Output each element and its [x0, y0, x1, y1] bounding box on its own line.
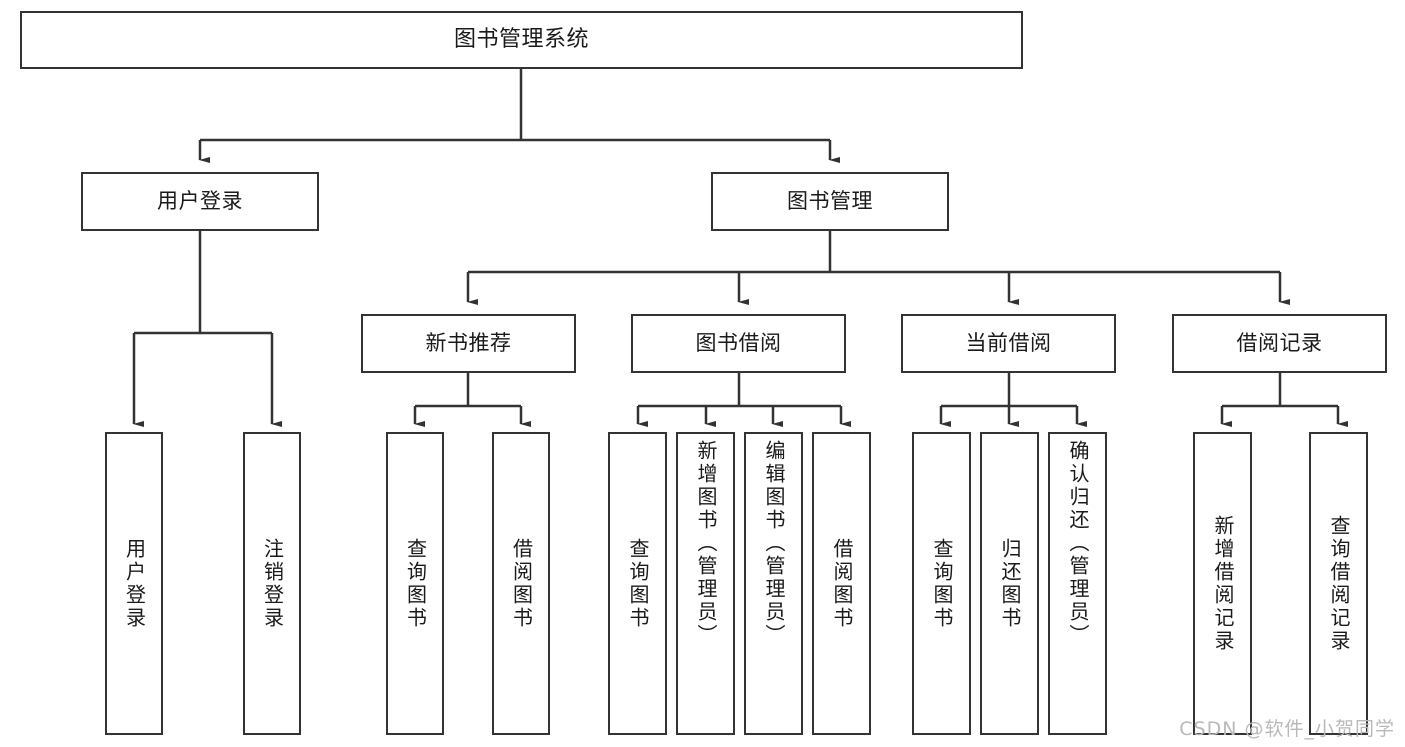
leaf-br-query-record[interactable]: 查询借阅记录	[1309, 432, 1368, 735]
leaf-bb-query-book[interactable]: 查询图书	[608, 432, 667, 735]
node-root-book-management-system[interactable]: 图书管理系统	[20, 11, 1023, 69]
node-borrowing-record[interactable]: 借阅记录	[1172, 314, 1387, 373]
leaf-logout[interactable]: 注销登录	[243, 432, 301, 735]
node-label: 新书推荐	[425, 331, 512, 356]
node-label: 查询图书	[626, 537, 650, 630]
node-book-management[interactable]: 图书管理	[711, 172, 949, 231]
node-label: 图书管理系统	[453, 27, 589, 53]
node-label: 借阅图书	[509, 537, 534, 630]
node-label: 新增借阅记录	[1211, 514, 1235, 653]
leaf-user-login[interactable]: 用户登录	[105, 432, 163, 735]
node-label: 确认归还（管理员）	[1066, 440, 1090, 647]
node-new-book-recommendation[interactable]: 新书推荐	[361, 314, 576, 373]
node-book-borrowing[interactable]: 图书借阅	[631, 314, 846, 373]
node-label: 归还图书	[998, 537, 1022, 630]
leaf-nb-query-book[interactable]: 查询图书	[386, 432, 444, 735]
node-label: 借阅记录	[1236, 331, 1323, 356]
leaf-bb-borrow-book[interactable]: 借阅图书	[812, 432, 871, 735]
leaf-cb-return-book[interactable]: 归还图书	[980, 432, 1039, 735]
node-label: 新增图书（管理员）	[694, 440, 718, 647]
watermark: CSDN @软件_小贺同学	[1179, 718, 1395, 740]
leaf-cb-query-book[interactable]: 查询图书	[912, 432, 971, 735]
node-label: 图书借阅	[695, 331, 782, 356]
node-user-login[interactable]: 用户登录	[81, 172, 319, 231]
leaf-nb-borrow-book[interactable]: 借阅图书	[492, 432, 550, 735]
node-current-borrowing[interactable]: 当前借阅	[901, 314, 1116, 373]
node-label: 注销登录	[260, 537, 285, 630]
node-label: 查询图书	[930, 537, 954, 630]
node-label: 借阅图书	[830, 537, 854, 630]
leaf-br-add-record[interactable]: 新增借阅记录	[1193, 432, 1252, 735]
node-label: 当前借阅	[965, 331, 1052, 356]
node-label: 编辑图书（管理员）	[762, 440, 786, 647]
leaf-bb-edit-book-admin[interactable]: 编辑图书（管理员）	[744, 432, 803, 735]
node-label: 查询借阅记录	[1327, 514, 1351, 653]
leaf-cb-confirm-return-admin[interactable]: 确认归还（管理员）	[1048, 432, 1107, 735]
node-label: 用户登录	[122, 537, 147, 630]
node-label: 用户登录	[157, 189, 243, 214]
node-label: 图书管理	[787, 189, 873, 214]
leaf-bb-add-book-admin[interactable]: 新增图书（管理员）	[676, 432, 735, 735]
node-label: 查询图书	[403, 537, 428, 630]
